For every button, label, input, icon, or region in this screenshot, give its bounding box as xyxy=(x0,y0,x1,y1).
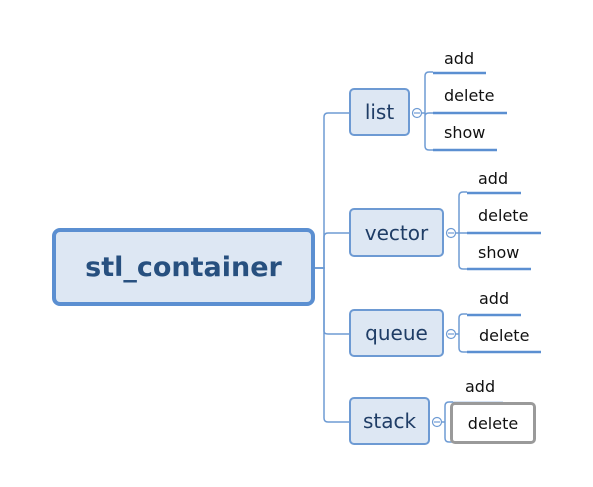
connector-root-to-queue xyxy=(315,267,349,335)
leaf-vector-add[interactable]: add xyxy=(478,169,509,188)
connector-vector-children xyxy=(456,191,467,270)
branch-node-label: list xyxy=(364,100,395,124)
leaf-stack-delete-label: delete xyxy=(467,413,519,433)
leaf-queue-delete[interactable]: delete xyxy=(479,326,530,345)
leaf-queue-add[interactable]: add xyxy=(479,289,510,308)
connector-stack-children xyxy=(442,401,453,443)
leaf-stack-delete-selected[interactable]: delete xyxy=(450,402,536,444)
branch-node-list[interactable]: list xyxy=(349,88,410,136)
root-node[interactable]: stl_container xyxy=(52,228,315,306)
branch-node-label: queue xyxy=(365,321,428,345)
branch-node-stack[interactable]: stack xyxy=(349,397,430,445)
connector-list-children xyxy=(422,71,433,151)
leaf-list-show[interactable]: show xyxy=(444,123,486,142)
leaf-list-delete[interactable]: delete xyxy=(444,86,495,105)
branch-node-queue[interactable]: queue xyxy=(349,309,444,357)
branch-node-vector[interactable]: vector xyxy=(349,208,444,257)
branch-node-label: vector xyxy=(364,220,429,245)
leaf-vector-delete[interactable]: delete xyxy=(478,206,529,225)
connector-root-to-stack xyxy=(315,267,349,423)
branch-node-label: stack xyxy=(362,409,417,433)
leaf-vector-show[interactable]: show xyxy=(478,243,520,262)
connector-queue-children xyxy=(456,313,467,353)
root-node-label: stl_container xyxy=(85,251,282,283)
leaf-stack-add[interactable]: add xyxy=(465,377,496,396)
leaf-list-add[interactable]: add xyxy=(444,49,475,68)
connector-root-to-list xyxy=(315,112,349,269)
connector-root-to-vector xyxy=(315,232,349,269)
